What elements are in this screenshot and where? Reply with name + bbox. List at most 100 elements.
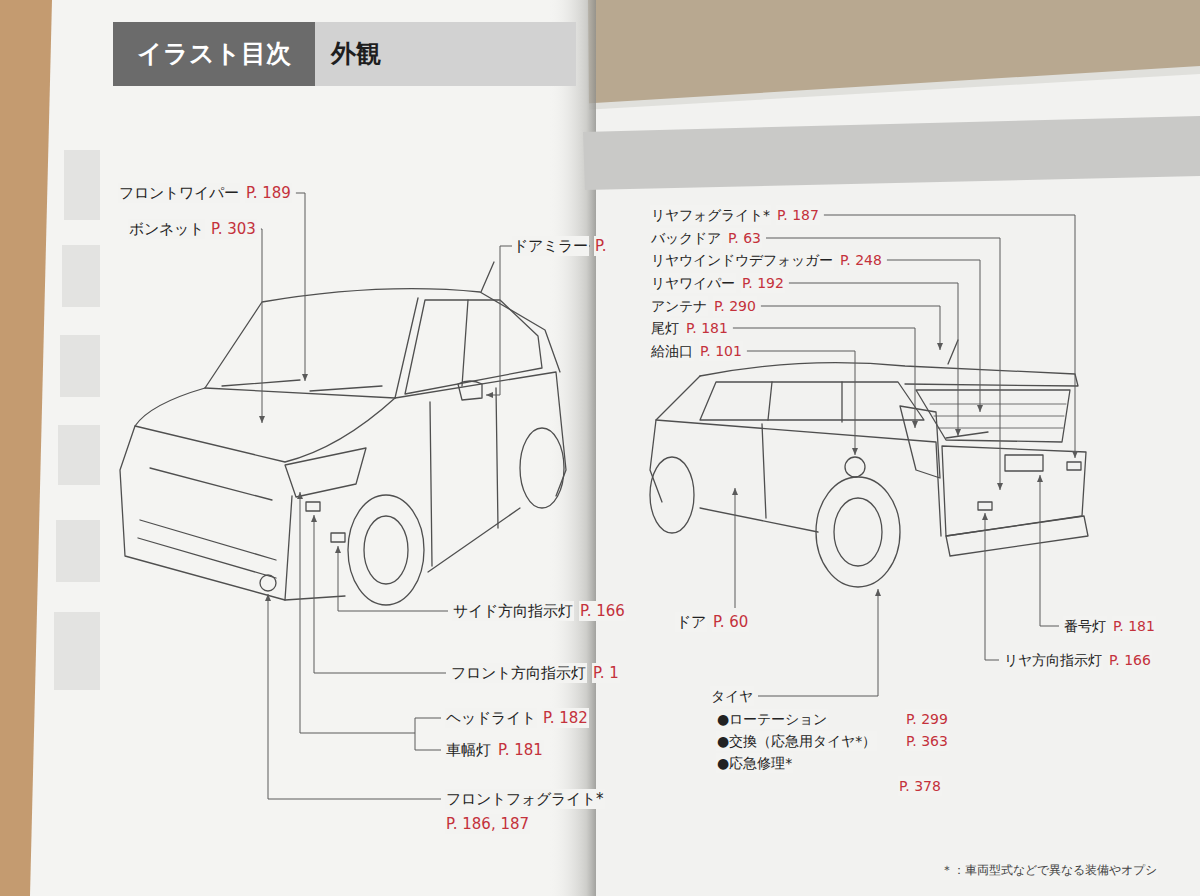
thumb-tab: [54, 612, 100, 690]
page-reference: P. 166: [579, 601, 626, 621]
fuel-door: [845, 457, 865, 477]
grille: [138, 468, 276, 578]
rear-wheel: [816, 477, 900, 587]
front-turn-lamp: [306, 502, 320, 511]
rear-fog-lamp: [1067, 462, 1081, 470]
section-band: 外観: [315, 22, 576, 86]
part-label: タイヤ: [710, 686, 754, 706]
door-line: [430, 388, 498, 566]
page-reference: P. 299: [905, 709, 949, 729]
page-reference: P. 181: [685, 318, 729, 338]
page-reference: P. 1: [592, 663, 620, 683]
rocker: [700, 508, 818, 532]
page-reference: P. 192: [741, 273, 785, 293]
page-stack: [578, 66, 1200, 896]
part-label: 車幅灯: [445, 740, 492, 760]
pillar: [462, 300, 468, 386]
door-mirror: [458, 381, 482, 400]
part-label: リヤフォグライト*: [650, 205, 771, 225]
thumb-tab: [64, 150, 100, 220]
leader-line: [486, 246, 590, 395]
leader-line: [296, 193, 305, 381]
beltline: [395, 372, 566, 496]
side-window: [700, 382, 924, 420]
page-reference: P. 248: [839, 250, 883, 270]
page-reference: P. 181: [497, 740, 544, 760]
leader-line: [985, 513, 999, 660]
front-face: [120, 426, 292, 600]
part-label: バックドア: [650, 228, 722, 248]
thumb-tab: [58, 425, 100, 485]
page-reference: P. 182: [542, 708, 589, 728]
windshield: [205, 298, 418, 398]
page-reference: P. 290: [713, 296, 757, 316]
page-reference: P. 378: [898, 776, 942, 796]
section-tab: イラスト目次: [113, 22, 315, 86]
rocker: [285, 508, 520, 600]
leader-line: [314, 515, 446, 673]
part-label: フロント方向指示灯: [450, 663, 587, 683]
section-title: イラスト目次: [137, 39, 291, 69]
thumb-tab: [60, 335, 100, 397]
leader-line: [415, 718, 441, 733]
leader-line: [415, 733, 441, 750]
page-reference: P. 60: [712, 612, 749, 632]
part-label: ボンネット: [128, 219, 205, 239]
leader-line: [300, 492, 415, 733]
section-title: 外観: [331, 39, 381, 69]
leader-line: [261, 229, 262, 423]
page-reference: P. 101: [699, 341, 743, 361]
wiper-blade: [222, 380, 382, 391]
part-label: リヤワイパー: [650, 273, 736, 293]
page-reference: P. 187: [776, 205, 820, 225]
rear-wiper: [946, 432, 988, 438]
back-door: [942, 446, 1086, 536]
antenna: [948, 340, 958, 364]
part-label: リヤウインドウデフォッガー: [650, 250, 834, 270]
rear-wheel: [520, 428, 564, 508]
fog-lamp: [260, 575, 276, 591]
part-label: 番号灯: [1063, 616, 1107, 636]
wheel-rim: [834, 498, 882, 566]
part-label: リヤ方向指示灯: [1003, 650, 1103, 670]
page-reference: P. 303: [210, 219, 257, 239]
tail-lamp: [900, 406, 940, 478]
thumb-tab: [56, 520, 100, 582]
leader-line: [735, 488, 736, 608]
leader-line: [747, 351, 855, 455]
part-label: 給油口: [650, 341, 694, 361]
part-label: サイド方向指示灯: [452, 601, 574, 621]
leader-line: [733, 328, 915, 428]
right-page: [583, 74, 1200, 896]
part-label: ドア: [675, 612, 707, 632]
leader-line: [338, 546, 448, 611]
part-label: ●ローテーション: [716, 709, 828, 729]
part-label: 尾灯: [650, 318, 680, 338]
rear-bumper: [946, 516, 1088, 556]
leader-line: [766, 238, 1000, 490]
part-label: フロントフォグライト*: [445, 789, 605, 809]
headlight: [285, 448, 366, 497]
page-header-band: [583, 116, 1200, 190]
front-antenna: [481, 262, 494, 292]
front-car: [120, 262, 566, 605]
hood: [135, 388, 395, 462]
door-line: [762, 424, 766, 518]
pillar: [768, 382, 842, 422]
part-label: ●交換（応急用タイヤ*）: [716, 731, 877, 751]
side-window: [405, 300, 542, 394]
rear-glass: [916, 390, 1070, 442]
thumb-tabs: [54, 150, 100, 690]
page-reference: P. 166: [1108, 650, 1152, 670]
rear-car: [650, 340, 1088, 587]
page-reference: P. 63: [727, 228, 762, 248]
part-label: ヘッドライト: [445, 708, 537, 728]
leader-line: [824, 215, 1075, 458]
part-label: ●応急修理*: [716, 753, 793, 773]
license-plate: [1005, 455, 1043, 471]
rear-turn-lamp: [978, 502, 992, 510]
